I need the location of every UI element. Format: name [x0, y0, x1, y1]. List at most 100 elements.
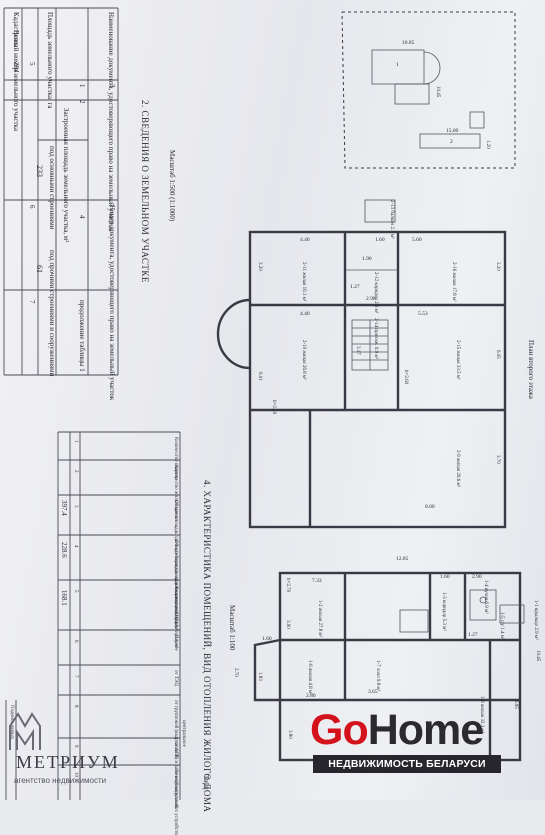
- f1-dim-14: 10.45: [535, 650, 540, 662]
- floor1-room-1-1: 1-1 крыльцо 2.9 м²: [533, 600, 538, 640]
- summary-row-3-value: 397.4: [60, 500, 68, 516]
- summary-row-5-label: Жилая площадь, м²: [173, 585, 178, 627]
- site-dim-3: 15.00: [446, 128, 459, 134]
- f2-dim-11: 3.20: [495, 262, 500, 271]
- floor2-room-2-11: 2-11 жилая 16.1 м²: [301, 262, 306, 302]
- floor2-plan: [216, 199, 507, 529]
- floor2-room-2-16: 2-16 жилая 17.8 м²: [451, 262, 456, 302]
- f2-dim-7: 4.40: [300, 311, 310, 317]
- floor1-plan: [253, 571, 525, 762]
- f1-dim-12: 3.80: [287, 730, 292, 739]
- floor1-room-1-3: 1-3 коридор 5.3 м²: [441, 592, 446, 631]
- summary-row-9-num: 9: [73, 745, 78, 748]
- usage-header: Застроенная площадь земельного участка, …: [62, 108, 70, 243]
- site-dim-1: 10.85: [402, 40, 415, 46]
- f1-dim-10: 2.80: [306, 693, 316, 699]
- f2-dim-6: 1.27: [350, 284, 360, 290]
- plan-second-floor-title: План второго этажа: [527, 340, 535, 399]
- table-colnum-6: 6: [28, 205, 36, 209]
- f2-dim-12: 6.05: [495, 350, 500, 359]
- f2-dim-14: h=2.50: [271, 400, 276, 415]
- table-col3-header: Наименование документа, удостоверяющего …: [107, 12, 115, 232]
- f2-dim-1: 4.40: [300, 237, 310, 243]
- f1-dim-7: 1.60: [262, 636, 272, 642]
- f1-dim-9: 1.83: [257, 672, 262, 681]
- drawing-layer: [3, 7, 525, 800]
- f1-dim-8: 2.70: [233, 668, 238, 677]
- floor2-room-2-12: 2-12 коридор 2.6 м²: [373, 272, 378, 314]
- summary-row-4-num: 4: [73, 545, 78, 548]
- summary-row-7-label: от ТЭЦ: [173, 670, 178, 686]
- summary-table-grid: [5, 431, 181, 800]
- summary-row-9-label: от АГВ: [173, 742, 178, 758]
- f2-dim-16: 3.70: [495, 455, 500, 464]
- site-label-2: 2: [450, 139, 453, 145]
- f2-dim-15: h=2.60: [403, 370, 408, 385]
- floor2-room-2-10: 2-10 жилая 26.8 м²: [301, 340, 306, 380]
- floor2-room-2-14: 2-14 прихож. 6.9 м²: [373, 318, 378, 360]
- gohome-tagline: НЕДВИЖИМОСТЬ БЕЛАРУСИ: [313, 755, 501, 773]
- usage-sub1: под основными строениями: [48, 146, 56, 230]
- metrium-logo-icon: [9, 712, 41, 750]
- table-value-1: 5: [28, 62, 36, 66]
- f1-dim-13: 6.95: [513, 700, 518, 709]
- summary-row-8-num: 8: [73, 705, 78, 708]
- scale-top: Масштаб 1:500 (1:1000): [168, 150, 176, 222]
- table-word: Табл: [202, 775, 210, 790]
- table-total-label: Всего: [12, 30, 20, 48]
- usage-value-2: 61: [35, 265, 44, 273]
- f1-dim-5: h=2.70: [285, 578, 290, 593]
- f1-dim-11: 3.65: [368, 689, 378, 695]
- f2-dim-17: 8.00: [425, 504, 435, 510]
- floor1-room-1-5: 1-5 с/у 1.4 м²: [499, 612, 504, 640]
- f1-dim-4: 2.90: [472, 574, 482, 580]
- summary-row-7-num: 7: [73, 675, 78, 678]
- summary-row-6-num: 6: [73, 640, 78, 643]
- table-rownum-2: 2: [78, 100, 86, 104]
- usage-sub2: под прочими строениями и сооружениями: [48, 250, 56, 377]
- floor1-room-1-2: 1-2 жилая 27.8 м²: [317, 600, 322, 637]
- summary-row-1-num: 1: [73, 440, 78, 443]
- doc-number-header: Номер документа, удостоверяющего право н…: [108, 205, 116, 401]
- summary-row-3-num: 3: [73, 505, 78, 508]
- usage-value-1: 233: [35, 165, 44, 177]
- floor2-room-2-15: 2-15 жилая 33.5 м²: [455, 340, 460, 380]
- site-dim-2: 10.45: [435, 86, 440, 98]
- f2-dim-4: 1.90: [362, 256, 372, 262]
- gohome-logo-go: Go: [310, 706, 369, 754]
- f2-dim-2: 5.60: [412, 237, 422, 243]
- table-continuation: продолжение таблицы 1: [78, 300, 86, 372]
- floor1-room-1-4: 1-4 кухня 6.9 м²: [483, 580, 488, 614]
- f1-dim-6: 3.90: [285, 620, 290, 629]
- f1-dim-3: 1.60: [440, 574, 450, 580]
- f1-dim-15: 1.27: [468, 632, 478, 638]
- floor1-room-1-7: 1-7 холл 9.8 м²: [375, 660, 380, 692]
- summary-row-10-label: от индивидуальных устройств: [173, 770, 178, 835]
- f2-dim-3: 1.60: [375, 237, 385, 243]
- summary-row-2-num: 2: [73, 470, 78, 473]
- gohome-logo: GoHome: [310, 706, 484, 755]
- f2-dim-5: 2.90: [366, 296, 376, 302]
- table-value-2: 294: [12, 62, 20, 73]
- f2-dim-13: 6.01: [257, 372, 262, 381]
- table-col2-header: Площадь земельного участка, га: [46, 12, 54, 109]
- f2-dim-9: 3.17: [355, 346, 360, 355]
- summary-row-5-value: 168.1: [60, 590, 68, 606]
- land-table-grid: [3, 7, 119, 376]
- table-colnum-7: 7: [28, 300, 36, 304]
- section4-title: 4. ХАРАКТЕРИСТИКА ПОМЕЩЕНИЙ, ВИД ОТОПЛЕН…: [202, 480, 212, 813]
- f1-dim-2: 7.33: [312, 578, 322, 584]
- f2-dim-10: 3.20: [257, 262, 262, 271]
- table-rownum-3: 3: [108, 84, 116, 88]
- summary-row-4-value: 228.6: [60, 542, 68, 558]
- site-plan: [341, 11, 516, 169]
- floor2-room-2-9: 2-9 жилая 29.6 м²: [455, 450, 460, 487]
- summary-row-5-num: 5: [73, 590, 78, 593]
- scale-bottom: Масштаб 1:100: [228, 605, 236, 651]
- summary-heating-header: центральное: [181, 720, 186, 747]
- section2-title: 2. СВЕДЕНИЯ О ЗЕМЕЛЬНОМ УЧАСТКЕ: [140, 100, 150, 283]
- f1-dim-1: 12.85: [396, 556, 409, 562]
- gohome-logo-home: Home: [367, 706, 484, 754]
- metrium-subtitle: агентство недвижимости: [14, 776, 107, 785]
